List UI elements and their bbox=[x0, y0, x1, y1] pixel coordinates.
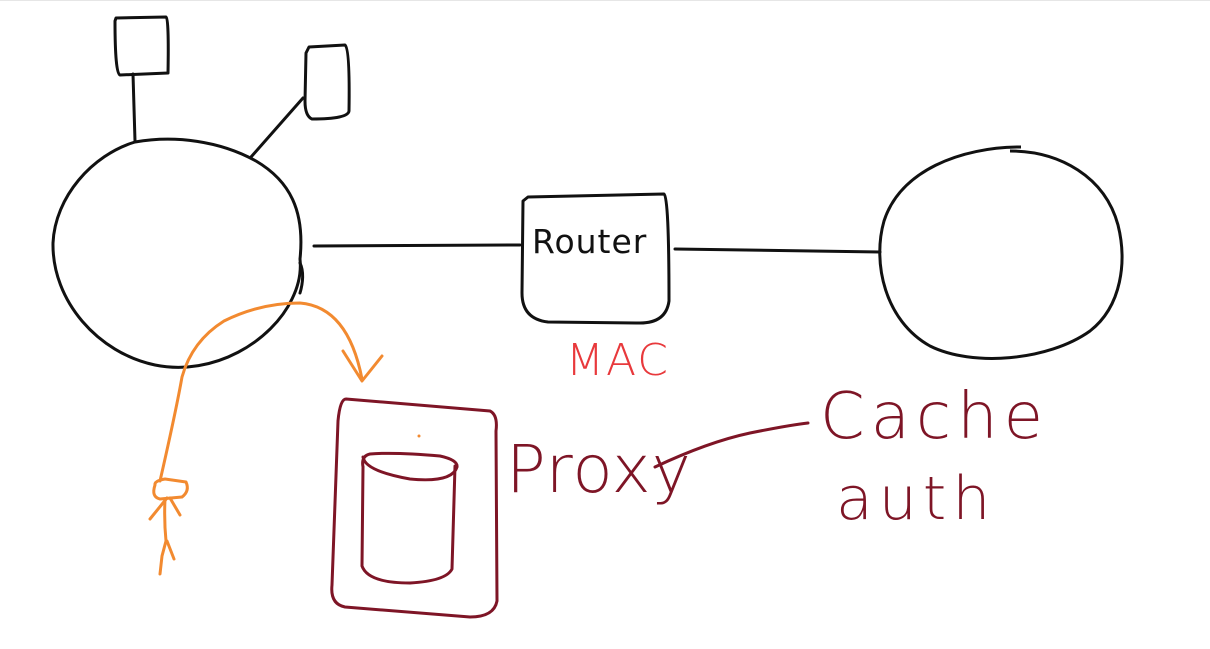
right-network-circle bbox=[878, 145, 1124, 360]
left-to-router-link bbox=[312, 243, 522, 248]
cache-label: Cache bbox=[820, 380, 1050, 454]
user-request-arrowhead bbox=[341, 349, 384, 383]
auth-label: auth bbox=[836, 464, 997, 534]
proxy-cache-connector bbox=[653, 421, 810, 469]
mac-label: MAC bbox=[566, 335, 671, 386]
database-cylinder-icon bbox=[360, 451, 459, 585]
router-to-right-link bbox=[673, 247, 882, 254]
host-device-left-icon bbox=[113, 15, 170, 77]
proxy-label: Proxy bbox=[506, 431, 692, 508]
user-stick-figure-icon bbox=[148, 477, 189, 576]
left-device-connector bbox=[131, 72, 137, 143]
left-network-overlap-stroke bbox=[298, 261, 305, 295]
left-network-circle bbox=[51, 137, 303, 369]
orange-dot bbox=[417, 434, 421, 438]
user-request-arrow bbox=[158, 301, 364, 483]
host-device-right-icon bbox=[303, 43, 351, 121]
right-device-connector bbox=[249, 96, 305, 159]
router-box bbox=[520, 192, 671, 325]
proxy-box bbox=[330, 397, 499, 619]
router-label: Router bbox=[532, 222, 648, 261]
